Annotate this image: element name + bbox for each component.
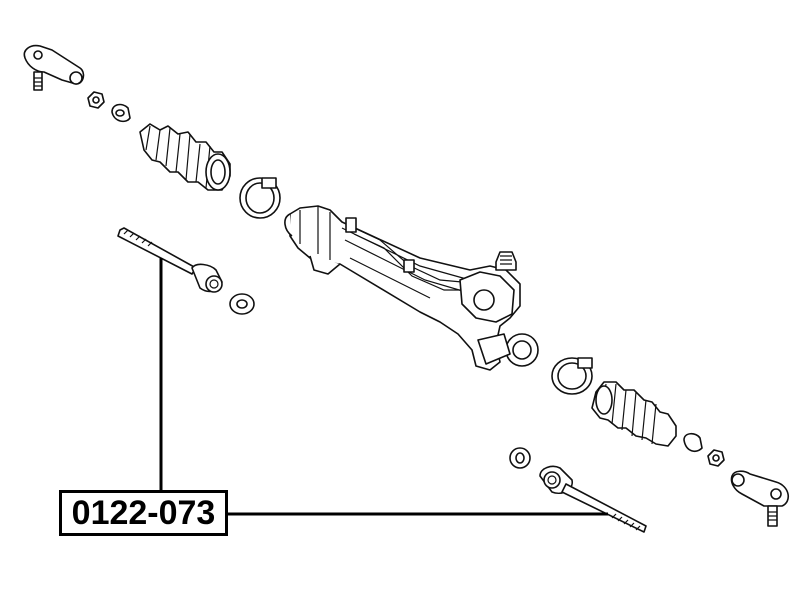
clamp-right-icon xyxy=(551,357,593,395)
clamp-left-icon xyxy=(239,177,281,219)
inner-tie-rod-right-icon xyxy=(539,465,647,533)
steering-rack-icon xyxy=(284,205,539,371)
boot-right-icon xyxy=(591,381,677,447)
nut-right-icon xyxy=(707,449,725,467)
part-number-label: 0122-073 xyxy=(59,490,228,536)
leader-lines xyxy=(159,258,608,516)
lock-washer-right-icon xyxy=(509,447,531,469)
boot-left-icon xyxy=(139,123,231,191)
clip-right-icon xyxy=(683,432,703,453)
inner-tie-rod-left-icon xyxy=(117,227,223,293)
lock-washer-left-icon xyxy=(229,293,255,315)
tie-rod-end-left-icon xyxy=(23,44,85,91)
clip-upper-left-icon xyxy=(111,103,131,123)
tie-rod-end-right-icon xyxy=(730,470,789,527)
nut-upper-left-icon xyxy=(87,91,105,109)
